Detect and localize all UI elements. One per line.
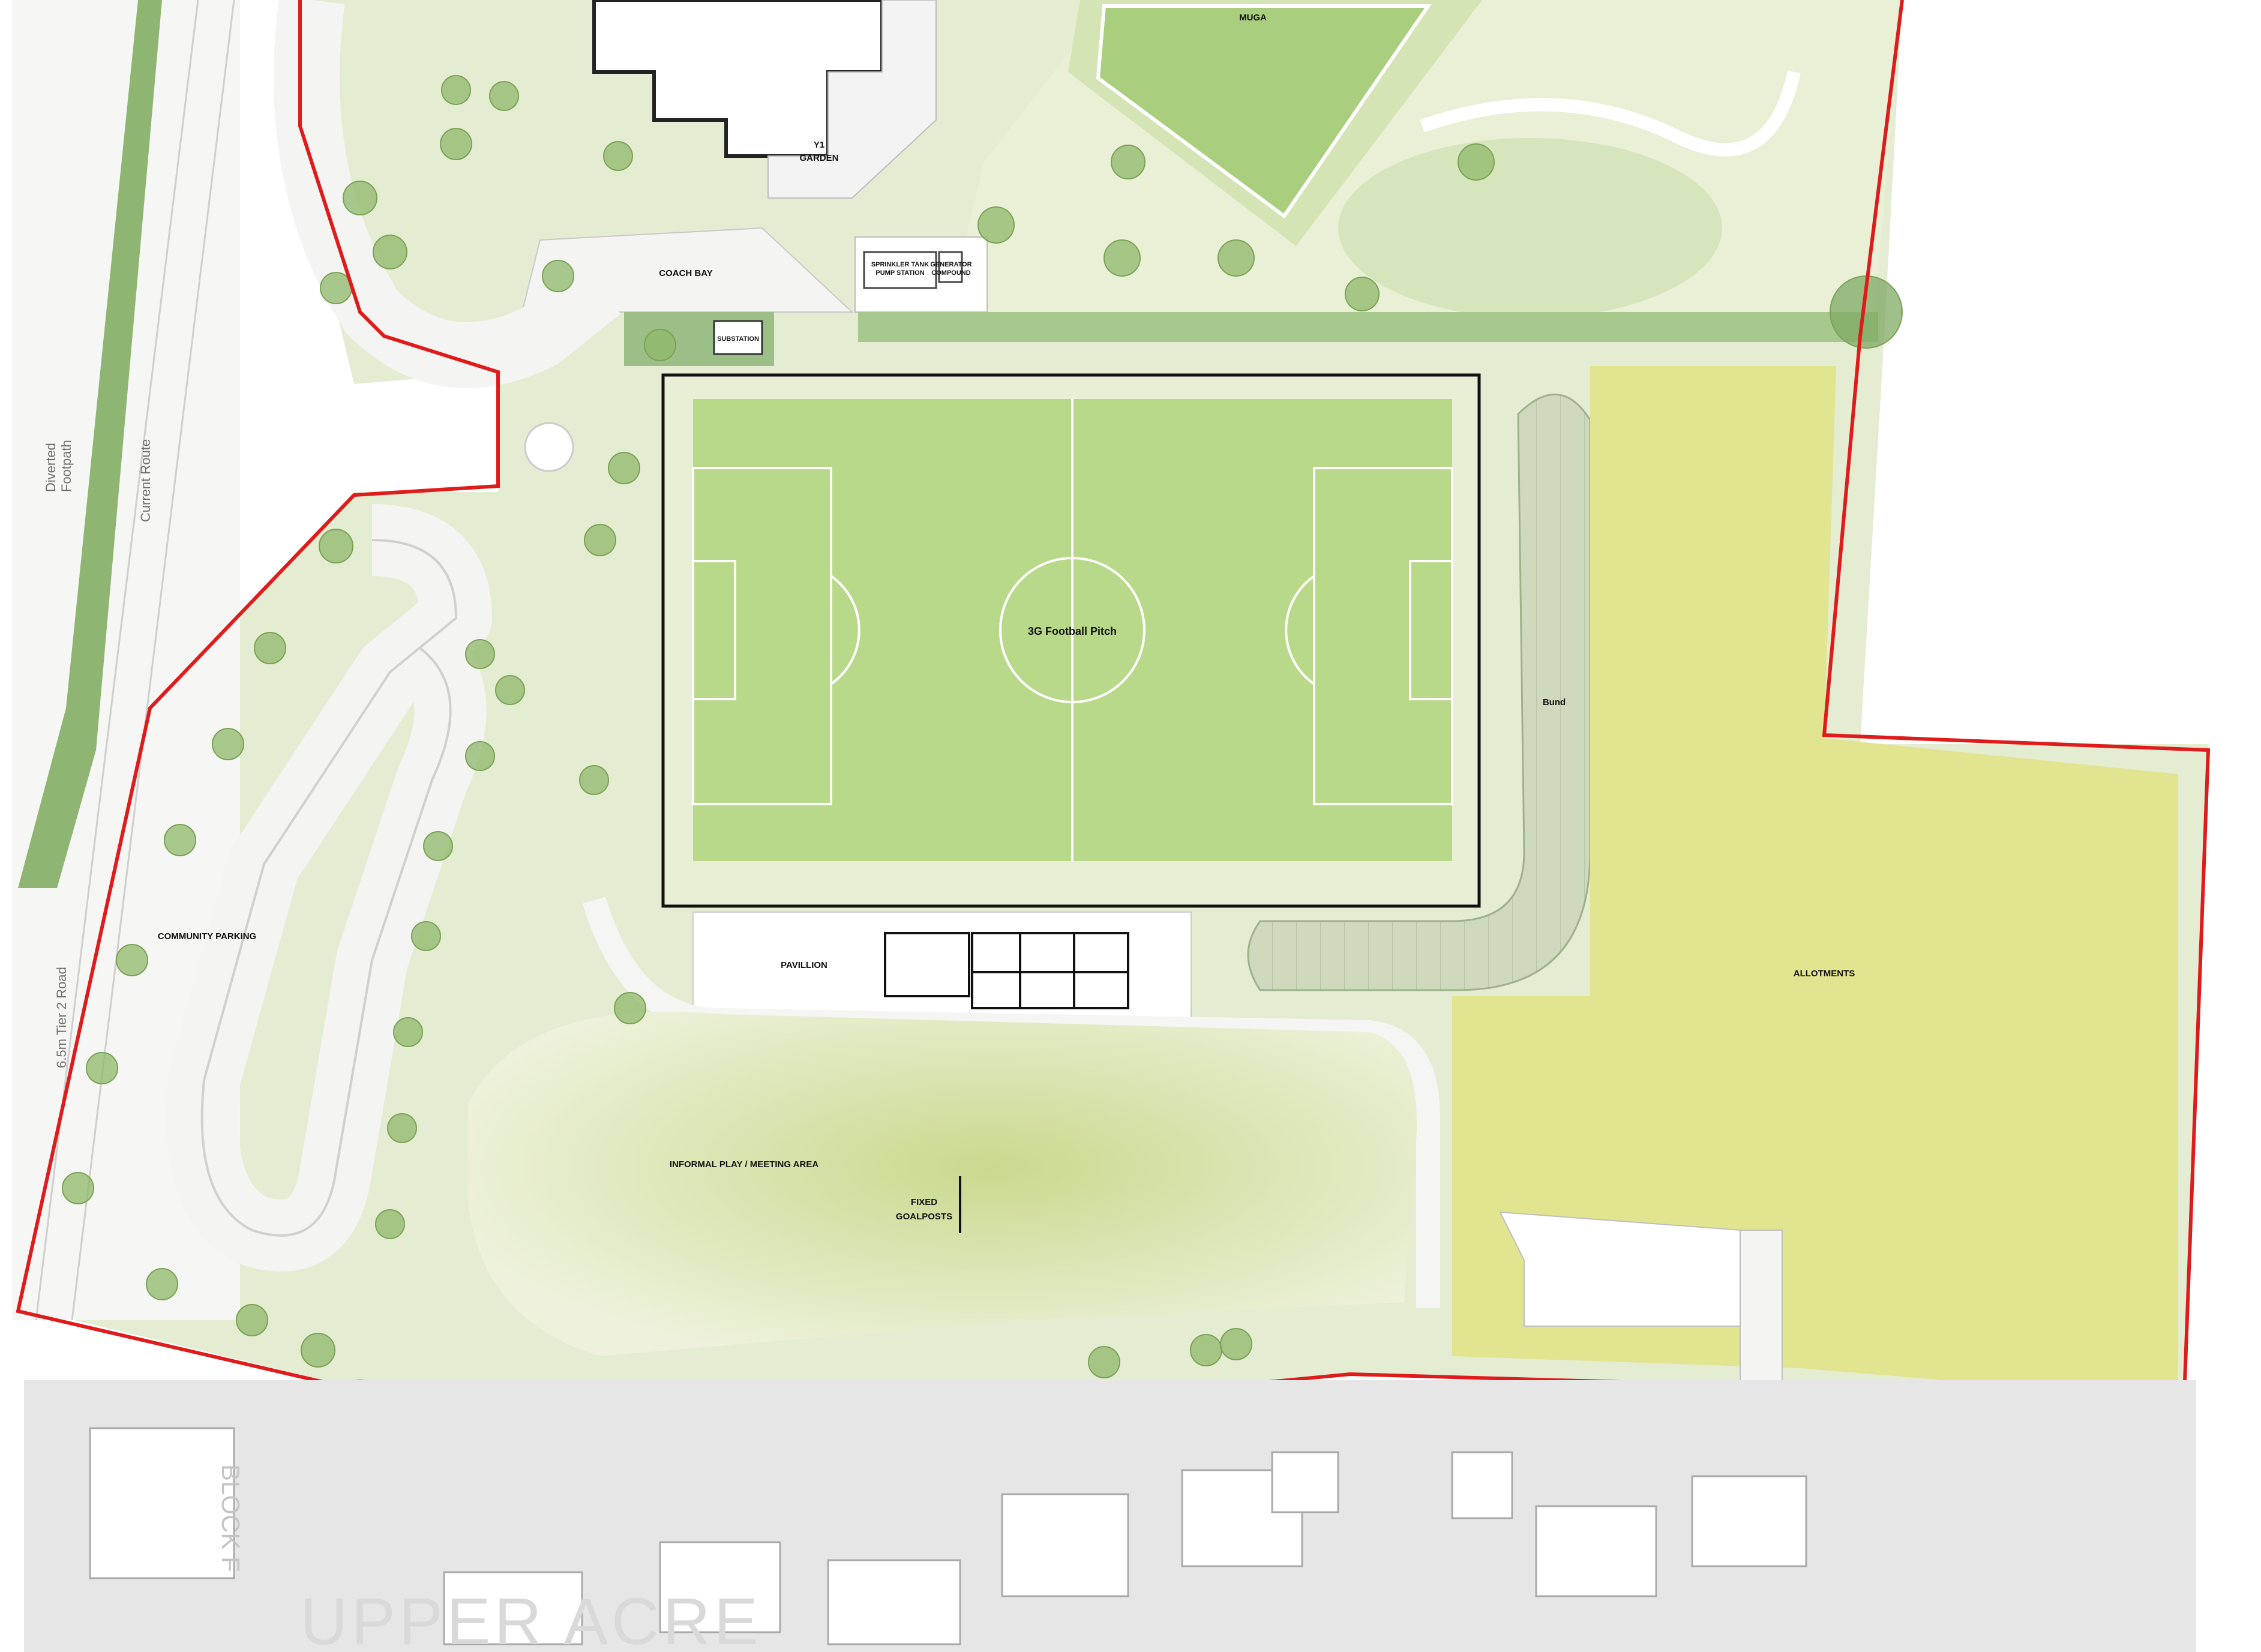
allotments-access [1740, 1230, 1783, 1399]
road-line [71, 0, 235, 1321]
upper-acre-label: UPPER ACRE [300, 1585, 761, 1652]
sprinkler-tank [863, 251, 937, 289]
park-path [1420, 70, 1801, 157]
pavillion-label: PAVILLION [781, 960, 827, 970]
block-label: BLOCK F [217, 1464, 245, 1572]
generator-compound [938, 251, 963, 283]
road-label: 6.5m Tier 2 Road [54, 967, 69, 1068]
y1-garden-label: Y1 [814, 140, 824, 150]
sprinkler-label-2: PUMP STATION [875, 269, 924, 277]
generator-label-2: COMPOUND [931, 269, 970, 277]
community-parking-label: COMMUNITY PARKING [158, 931, 256, 942]
pitch-markings [692, 399, 1453, 861]
allotments-label: ALLOTMENTS [1794, 969, 1855, 979]
informal-play-area [468, 1011, 1417, 1356]
coach-bay-label: COACH BAY [659, 268, 712, 278]
northwest-access-road [274, 0, 621, 388]
muga-court [1096, 4, 1432, 219]
current-route-label: Current Route [138, 439, 153, 522]
sprinkler-label: SPRINKLER TANK [871, 261, 929, 268]
coach-bay [521, 227, 854, 313]
diverted-footpath-label-2: Footpath [59, 440, 74, 492]
generator-label: GENERATOR [930, 261, 971, 268]
woodland-mound [1338, 138, 1722, 318]
bund [1247, 394, 1591, 991]
south-housing-buildings [89, 1427, 1807, 1645]
y1-garden-label-2: GARDEN [799, 153, 838, 163]
school-forecourt [767, 0, 937, 199]
informal-play-label: INFORMAL PLAY / MEETING AREA [670, 1159, 819, 1170]
community-parking-loop-outline [200, 539, 458, 1237]
diverted-footpath-hedge [18, 0, 162, 888]
fixed-goalposts-label-2: GOALPOSTS [896, 1212, 952, 1222]
football-pitch-label: 3G Football Pitch [1028, 625, 1117, 637]
roundabout [524, 422, 574, 472]
diverted-footpath-label: Diverted [43, 443, 58, 492]
muga-label: MUGA [1239, 13, 1267, 23]
allotments [1452, 366, 2178, 1380]
north-boundary-hedge [858, 312, 1878, 342]
pavillion-building [884, 932, 1129, 1009]
substation [713, 320, 763, 355]
bund-label: Bund [1543, 697, 1566, 707]
allotments-parking [1499, 1211, 1741, 1327]
substation-label: SUBSTATION [717, 335, 759, 343]
fixed-goalposts-label: FIXED [911, 1197, 937, 1207]
site-boundary [16, 0, 2211, 1449]
